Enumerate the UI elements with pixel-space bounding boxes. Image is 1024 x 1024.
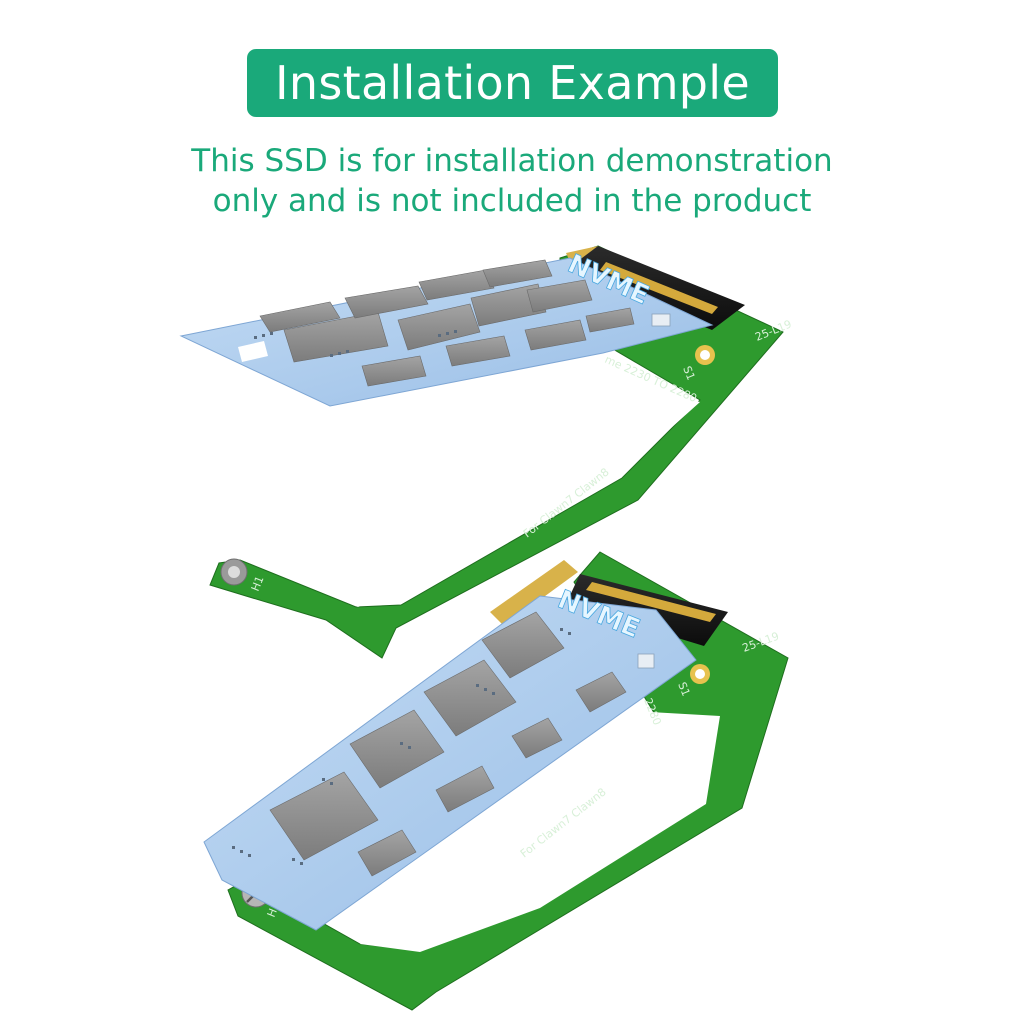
- bottom-ssd-led: [637, 653, 655, 669]
- top-ssd-module: NVME: [179, 249, 714, 407]
- page-title: Installation Example: [275, 56, 750, 110]
- title-banner: Installation Example: [247, 49, 778, 117]
- bottom-gold-fingers: [490, 560, 578, 626]
- top-ssd-chips: [259, 259, 635, 387]
- top-label-h1: H1: [249, 574, 267, 593]
- bottom-label-s1: S1: [675, 680, 692, 698]
- bottom-assembly: 25-L19 S1 2280 For Clawn7 Clawn8 H1: [203, 551, 789, 1011]
- top-label-s1: S1: [680, 364, 697, 382]
- top-adapter-pcb: [209, 245, 784, 659]
- subtitle-line-2: only and is not included in the product: [212, 183, 812, 219]
- bottom-ssd-module: NVME: [203, 584, 697, 931]
- top-ssd-led: [651, 313, 671, 327]
- subtitle-line-1: This SSD is for installation demonstrati…: [191, 143, 833, 179]
- top-assembly: 25-L19 S1 me 2230 TO 2280 For Clawn7 Cla…: [179, 245, 793, 659]
- bottom-ssd-chips: [269, 611, 627, 877]
